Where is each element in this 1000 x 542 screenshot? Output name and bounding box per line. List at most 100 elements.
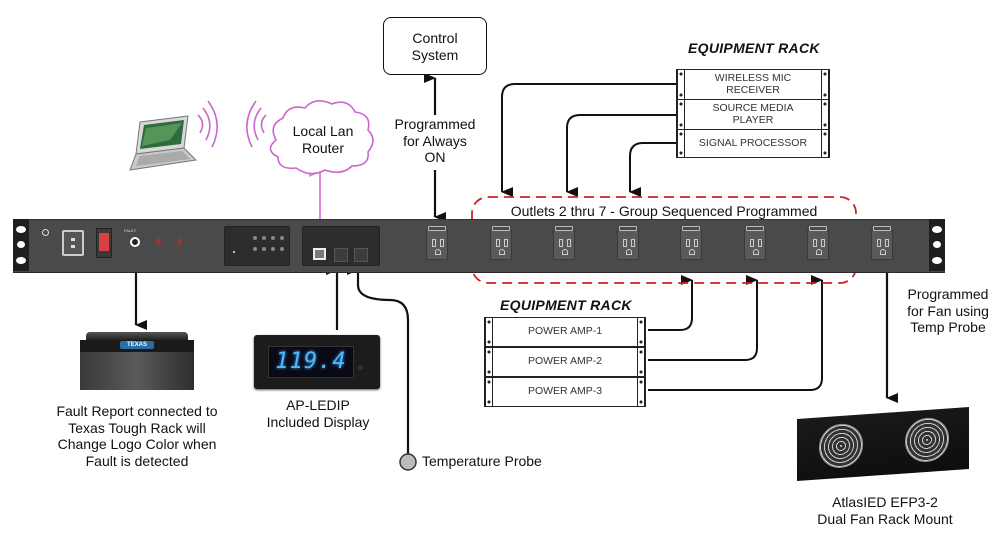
signal-processor-connector (629, 142, 676, 197)
outlet-label-tag (555, 226, 573, 231)
fan-icon (819, 422, 863, 470)
outlet-slot (757, 239, 762, 247)
outlet-2 (489, 226, 512, 260)
outlet-slot (432, 239, 436, 247)
outlet-label-tag (809, 226, 827, 231)
ap-ledip-display: 119.4 (254, 335, 380, 389)
circuit-breaker[interactable] (96, 228, 112, 258)
display-port[interactable] (334, 248, 348, 262)
pdu-chassis (13, 219, 945, 273)
fan-icon (905, 416, 949, 464)
outlet-4 (616, 226, 639, 260)
rack-unit-power-amp-3: POWER AMP-3 (484, 377, 646, 407)
outlet-ground (689, 249, 695, 255)
temp-probe-label: Temperature Probe (422, 453, 542, 469)
power-amp2-connector (648, 275, 758, 361)
status-led-small (42, 229, 49, 236)
rack-unit-line: POWER AMP-1 (527, 325, 603, 338)
outlet-label-tag (682, 226, 700, 231)
outlet-slot (567, 239, 571, 247)
control-system-line1: Control (412, 30, 458, 46)
always-on-label: Programmed for Always ON (385, 116, 485, 166)
rack-unit-line: RECEIVER (726, 83, 780, 96)
outlet-3 (553, 226, 575, 260)
texas-logo: TEXAS (120, 341, 154, 349)
outlet-label-tag (872, 226, 891, 231)
outlet-slot (440, 239, 444, 247)
outlet-ground (816, 249, 822, 255)
always-on-line1: Programmed (394, 116, 476, 132)
fan-product-line2: Dual Fan Rack Mount (817, 510, 953, 527)
outlet-ground (752, 249, 759, 255)
outlet-slot (813, 239, 817, 247)
always-on-line3: ON (424, 149, 446, 166)
temp-probe-bulb (399, 453, 417, 471)
comm-panel (302, 226, 380, 266)
rack-unit-line: POWER AMP-2 (527, 355, 603, 368)
outlet-ground (435, 249, 441, 255)
rack-top-title: EQUIPMENT RACK (688, 40, 820, 56)
fan-label-line3: Temp Probe (910, 319, 986, 336)
wireless-waves-left (197, 100, 218, 148)
rack-unit-line: PLAYER (732, 113, 774, 126)
display-reading: 119.4 (268, 346, 354, 378)
rack-unit-power-amp-2: POWER AMP-2 (484, 347, 646, 377)
status-led-panel (224, 226, 290, 266)
outlet-7 (807, 226, 829, 260)
fault-report-label: Fault Report connected to Texas Tough Ra… (42, 403, 232, 469)
router-line1: Local Lan (292, 123, 354, 139)
sensor-port[interactable] (354, 248, 368, 262)
power-amp3-connector (648, 275, 823, 391)
group-label: Outlets 2 thru 7 - Group Sequenced Progr… (510, 203, 818, 219)
outlet-label-tag (491, 226, 510, 231)
rack-ear-left (13, 219, 29, 271)
rack-bottom-title: EQUIPMENT RACK (500, 297, 632, 313)
display-line1: AP-LEDIP (286, 397, 350, 413)
fan-product-line1: AtlasIED EFP3-2 (832, 494, 938, 510)
rack-unit-signal-processor: SIGNAL PROCESSOR (676, 129, 830, 158)
outlet-slot (559, 239, 563, 247)
outlet-slot (686, 239, 690, 247)
outlet-ground (879, 249, 886, 255)
lan-port[interactable] (313, 248, 326, 260)
fault-report-line3: Change Logo Color when (57, 436, 217, 453)
fault-report-line2: Texas Tough Rack will (68, 419, 206, 436)
outlet-slot (622, 239, 627, 247)
laptop-icon (129, 115, 198, 171)
outlet-slot (876, 239, 881, 247)
temp-probe-cable (347, 265, 410, 455)
indicator-led-1 (156, 238, 161, 246)
outlet-label-tag (428, 226, 446, 231)
dual-fan-rack-mount-image (797, 406, 969, 482)
rack-ear-right (929, 219, 945, 271)
indicator-led-2 (177, 238, 182, 246)
outlet-slot (749, 239, 754, 247)
display-label: AP-LEDIP Included Display (250, 397, 386, 430)
outlet-label-tag (618, 226, 637, 231)
rack-unit-power-amp-1: POWER AMP-1 (484, 317, 646, 347)
outlet-ground (498, 249, 505, 255)
outlet-ground (562, 249, 568, 255)
fault-port[interactable] (130, 237, 140, 247)
outlet-6 (743, 226, 766, 260)
source-media-connector (566, 114, 676, 197)
router-cloud (269, 100, 374, 175)
router-label: Local Lan Router (280, 123, 366, 156)
outlet-1 (426, 226, 448, 260)
outlet-slot (495, 239, 500, 247)
power-amp1-connector (648, 275, 693, 331)
wireless-mic-connector (501, 83, 676, 197)
outlet-ground (625, 249, 632, 255)
rack-unit-line: SIGNAL PROCESSOR (698, 136, 808, 149)
control-system-box: Control System (383, 17, 487, 75)
outlet-8 (870, 226, 893, 260)
power-inlet (62, 230, 84, 256)
wireless-waves-right (246, 100, 267, 148)
fan-label-line2: for Fan using (907, 302, 989, 319)
router-line2: Router (301, 139, 345, 156)
texas-tough-rack-image: TEXAS (80, 332, 194, 390)
fault-report-line1: Fault Report connected to (56, 403, 218, 419)
fault-report-line4: Fault is detected (85, 452, 189, 469)
